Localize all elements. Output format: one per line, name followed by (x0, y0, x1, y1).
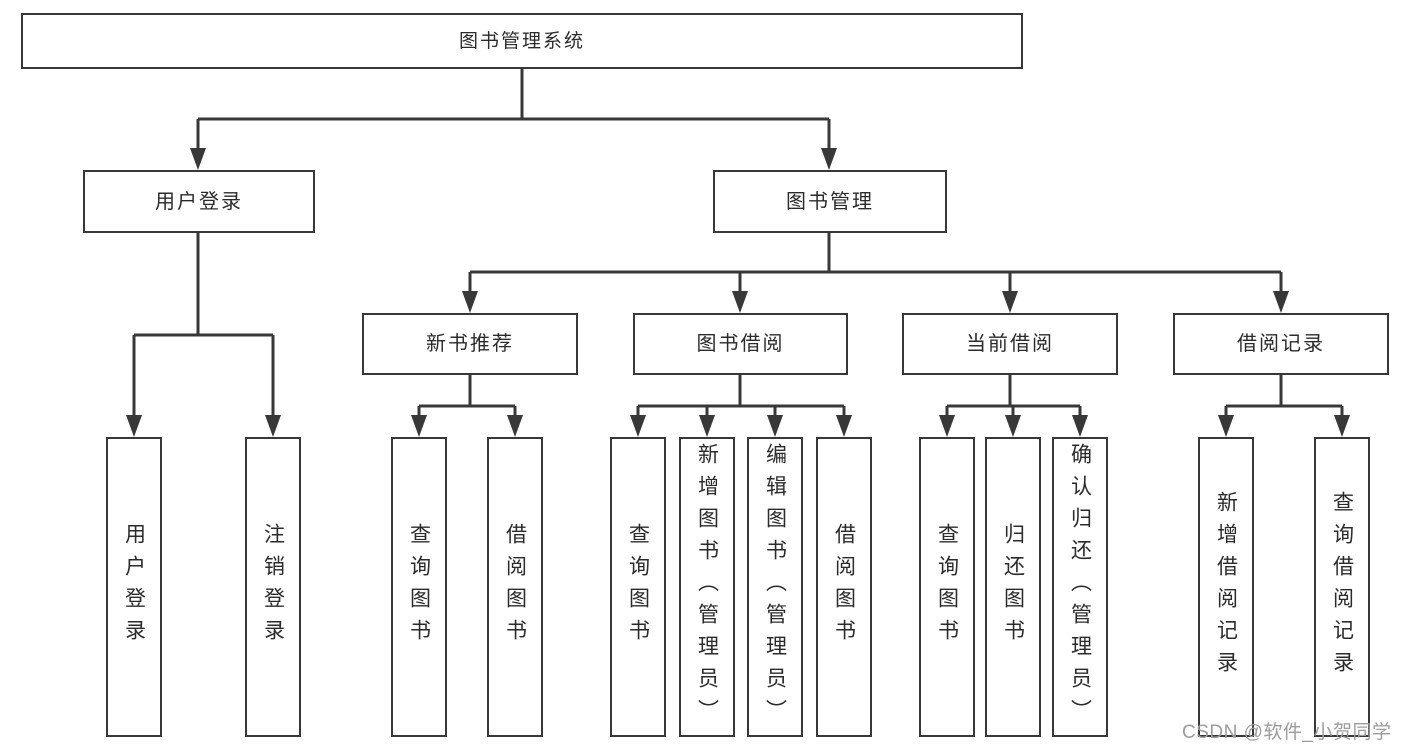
leaf-add-book-admin: 新增图书（管理员） (679, 437, 735, 737)
arrow-down-icon (699, 415, 715, 437)
leaf-borrow-book-recommend: 借阅图书 (487, 437, 543, 737)
watermark: CSDN @软件_小贺同学 (1182, 722, 1392, 743)
arrow-down-icon (821, 148, 837, 170)
arrow-down-icon (1072, 415, 1088, 437)
node-current-borrowing: 当前借阅 (902, 313, 1118, 375)
leaf-add-borrow-record: 新增借阅记录 (1198, 437, 1254, 737)
node-user-login: 用户登录 (83, 170, 315, 233)
arrow-down-icon (939, 415, 955, 437)
arrow-down-icon (1334, 415, 1350, 437)
leaf-borrow-book-borrowing: 借阅图书 (816, 437, 872, 737)
arrow-down-icon (767, 415, 783, 437)
arrow-down-icon (265, 415, 281, 437)
arrow-down-icon (411, 415, 427, 437)
leaf-logout: 注销登录 (245, 437, 301, 737)
arrow-down-icon (507, 415, 523, 437)
leaf-query-book-recommend: 查询图书 (391, 437, 447, 737)
leaf-user-login: 用户登录 (106, 437, 162, 737)
node-borrowing-records: 借阅记录 (1173, 313, 1389, 375)
connector-lines (132, 69, 1344, 420)
arrow-down-icon (1273, 291, 1289, 313)
node-library-system: 图书管理系统 (21, 13, 1023, 69)
arrow-down-icon (126, 415, 142, 437)
leaf-query-borrow-record: 查询借阅记录 (1314, 437, 1370, 737)
node-book-borrowing: 图书借阅 (633, 313, 848, 375)
arrow-down-icon (732, 291, 748, 313)
node-book-management: 图书管理 (713, 170, 947, 233)
leaf-confirm-return-admin: 确认归还（管理员） (1052, 437, 1108, 737)
leaf-query-book-current: 查询图书 (919, 437, 975, 737)
leaf-edit-book-admin: 编辑图书（管理员） (747, 437, 803, 737)
arrow-down-icon (836, 415, 852, 437)
leaf-query-book-borrowing: 查询图书 (610, 437, 666, 737)
node-new-book-recommend: 新书推荐 (362, 313, 578, 375)
arrow-down-icon (190, 148, 206, 170)
arrow-down-icon (1005, 415, 1021, 437)
arrow-down-icon (462, 291, 478, 313)
arrowheads (126, 148, 1350, 437)
leaf-return-book: 归还图书 (985, 437, 1041, 737)
arrow-down-icon (630, 415, 646, 437)
arrow-down-icon (1218, 415, 1234, 437)
arrow-down-icon (1002, 291, 1018, 313)
